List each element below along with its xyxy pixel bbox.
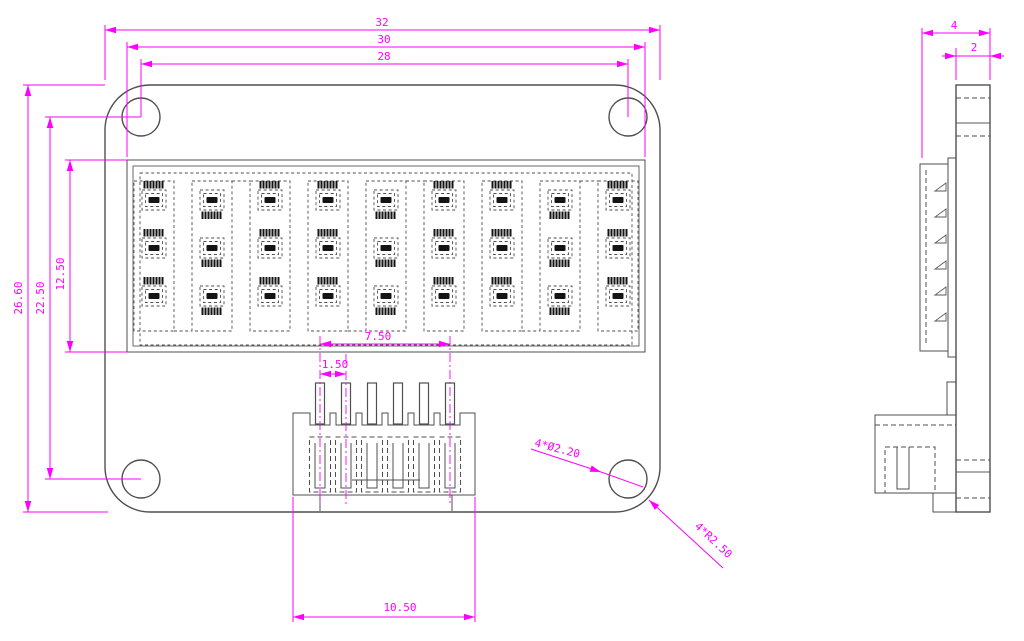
led-panel-side — [919, 157, 957, 358]
pcb-outline — [104, 84, 661, 513]
dim-label-22-50: 22.50 — [34, 281, 47, 314]
dim-label-7-50: 7.50 — [365, 330, 392, 343]
dim-label-12-50: 12.50 — [54, 257, 67, 290]
hole-hidden-lines — [956, 459, 990, 499]
dim-label-26-60: 26.60 — [12, 281, 25, 314]
front-view — [104, 84, 661, 513]
connector-pin — [366, 382, 378, 425]
connector-pin — [392, 382, 404, 425]
dim-label-1-50: 1.50 — [322, 358, 349, 371]
dim-label-2: 2 — [971, 41, 978, 54]
dim-label-30: 30 — [377, 33, 390, 46]
connector-pin — [418, 382, 430, 425]
dim-label-28: 28 — [377, 50, 390, 63]
pin-side — [946, 381, 956, 415]
connector-front — [292, 382, 476, 511]
dim-label-10-50: 10.50 — [383, 601, 416, 614]
pin-centerlines — [319, 336, 451, 505]
dim-label-32: 32 — [375, 16, 388, 29]
side-view — [874, 84, 991, 513]
connector-slots — [309, 436, 461, 493]
connector-body — [292, 412, 476, 496]
leader-corner-radius — [648, 499, 724, 569]
hole-hidden-lines — [956, 97, 990, 137]
led-side-profiles — [933, 182, 947, 322]
led-column-traces — [133, 180, 639, 332]
mounting-hole — [608, 459, 648, 499]
led-chip-grid — [141, 180, 631, 316]
leader-hole-dia — [530, 448, 602, 473]
connector-side — [874, 381, 957, 513]
dim-label-4: 4 — [951, 19, 958, 32]
connector-foot-side — [932, 493, 956, 513]
